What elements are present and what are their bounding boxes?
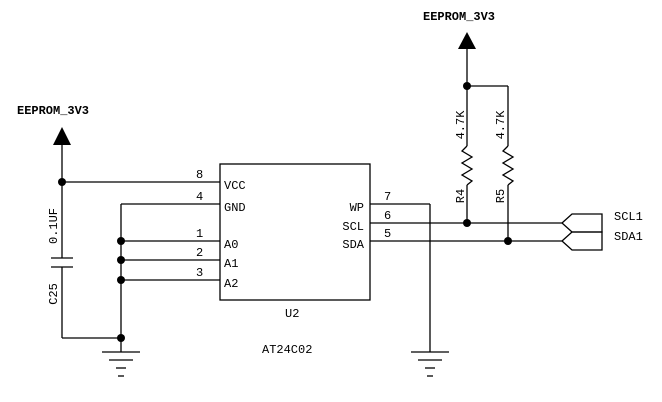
power-label-left: EEPROM_3V3 bbox=[17, 104, 89, 118]
junction-dot bbox=[117, 256, 125, 264]
capacitor-c25-ref: C25 bbox=[47, 283, 61, 305]
resistor-r4-value: 4.7K bbox=[454, 110, 468, 140]
junction-dot bbox=[117, 276, 125, 284]
junction-dot bbox=[117, 334, 125, 342]
pin-name: SCL bbox=[342, 220, 364, 234]
pin-number: 2 bbox=[196, 246, 203, 260]
pin-number: 5 bbox=[384, 227, 391, 241]
pin-name: SDA bbox=[342, 238, 364, 252]
power-label-top: EEPROM_3V3 bbox=[423, 10, 495, 24]
resistor-r4-icon bbox=[460, 145, 474, 186]
resistor-r4-ref: R4 bbox=[454, 189, 468, 203]
ground-icon-right bbox=[411, 351, 449, 377]
pin-number: 8 bbox=[196, 168, 203, 182]
junction-dot bbox=[463, 219, 471, 227]
pin-number: 4 bbox=[196, 190, 203, 204]
junction-dot bbox=[504, 237, 512, 245]
port-sda1-label: SDA1 bbox=[614, 230, 643, 244]
resistor-r5-value: 4.7K bbox=[494, 110, 508, 140]
pin-name: VCC bbox=[224, 179, 246, 193]
port-sda1-icon bbox=[561, 231, 603, 251]
pin-name: A2 bbox=[224, 277, 238, 291]
resistor-r5-icon bbox=[501, 145, 515, 186]
resistor-r5-ref: R5 bbox=[494, 189, 508, 203]
pin-name: A1 bbox=[224, 257, 238, 271]
pin-name: WP bbox=[350, 201, 364, 215]
chip-u2-body bbox=[219, 163, 371, 301]
power-arrow-icon-left bbox=[53, 127, 71, 145]
pin-number: 1 bbox=[196, 227, 203, 241]
pin-number: 6 bbox=[384, 209, 391, 223]
pin-number: 3 bbox=[196, 266, 203, 280]
pin-name: GND bbox=[224, 201, 246, 215]
pin-name: A0 bbox=[224, 238, 238, 252]
ground-icon-left bbox=[102, 351, 140, 377]
port-scl1-icon bbox=[561, 213, 603, 233]
port-scl1-label: SCL1 bbox=[614, 210, 643, 224]
power-arrow-icon-top bbox=[458, 32, 476, 49]
chip-ref: U2 bbox=[285, 307, 299, 321]
chip-part-number: AT24C02 bbox=[262, 343, 312, 357]
pin-number: 7 bbox=[384, 190, 391, 204]
capacitor-c25-value: 0.1UF bbox=[47, 208, 61, 244]
junction-dot bbox=[117, 237, 125, 245]
